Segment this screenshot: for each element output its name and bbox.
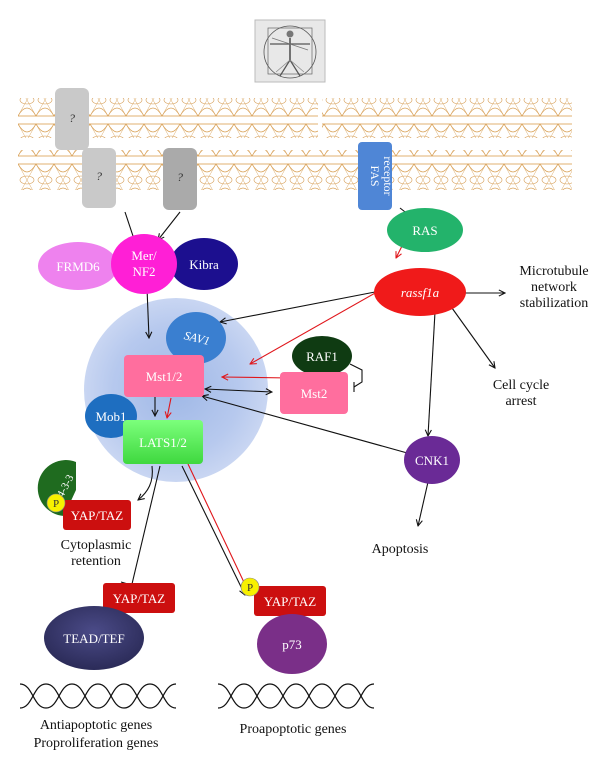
mob1-label: Mob1 <box>95 409 126 424</box>
mer-nf2-label-1: Mer/ <box>131 248 157 263</box>
unknown-receptor-2-label: ? <box>96 169 102 183</box>
rassf1a-label: rassf1a <box>401 285 440 300</box>
tead-tef-label: TEAD/TEF <box>63 631 124 646</box>
cnk1-label: CNK1 <box>415 453 449 468</box>
yap-taz-cytoplasmic-node: YAP/TAZ <box>63 500 131 530</box>
microtubule-label-2: network <box>531 280 577 295</box>
frmd6-label: FRMD6 <box>56 259 100 274</box>
phospho-1: P <box>46 493 66 513</box>
cytoplasmic-retention-label-1: Cytoplasmic <box>61 538 132 553</box>
antiapoptotic-genes-label: Antiapoptotic genes <box>40 718 152 733</box>
raf1-label: RAF1 <box>306 349 338 364</box>
p73-node: p73 <box>257 614 327 674</box>
unknown-receptor-3-label: ? <box>177 170 183 184</box>
unknown-receptor-3: ? <box>163 148 197 210</box>
outcome-labels: Microtubule network stabilization Cell c… <box>34 264 589 751</box>
kibra-node: Kibra <box>170 238 238 290</box>
phospho-2-label: P <box>247 582 253 594</box>
lats12-label: LATS1/2 <box>139 435 187 450</box>
yap-taz-p73-node: YAP/TAZ <box>254 586 326 616</box>
phospho-1-label: P <box>53 498 59 510</box>
cell-cycle-label-2: arrest <box>505 394 536 409</box>
cytoplasmic-retention-label-2: retention <box>71 554 121 569</box>
apoptosis-label: Apoptosis <box>372 542 429 557</box>
mst12-label: Mst1/2 <box>146 369 183 384</box>
lats12-node: LATS1/2 <box>123 420 203 464</box>
rassf1a-node: rassf1a <box>374 268 466 316</box>
black-arrows <box>120 207 505 595</box>
microtubule-label-3: stabilization <box>520 296 588 311</box>
unknown-receptor-1: ? <box>55 88 89 150</box>
proapoptotic-genes-label: Proapoptotic genes <box>240 722 347 737</box>
raf1-node: RAF1 <box>292 336 352 376</box>
mst2-node: Mst2 <box>280 372 348 414</box>
vitruvian-thumbnail <box>254 19 326 83</box>
fas-receptor: FAS receptor <box>358 142 395 210</box>
mer-nf2-node: Mer/ NF2 <box>111 234 177 294</box>
yap-taz-p73-label: YAP/TAZ <box>264 594 316 609</box>
p73-label: p73 <box>282 637 302 652</box>
yap-taz-tead-node: YAP/TAZ <box>103 583 175 613</box>
sav1-node: SAV1 <box>166 312 226 364</box>
fas-receptor-label-1: FAS <box>368 165 382 186</box>
mer-nf2-label-2: NF2 <box>132 264 155 279</box>
microtubule-label-1: Microtubule <box>519 264 588 279</box>
cnk1-node: CNK1 <box>404 436 460 484</box>
mst12-node: Mst1/2 <box>124 355 204 397</box>
mst2-label: Mst2 <box>301 386 328 401</box>
unknown-receptor-2: ? <box>82 148 116 208</box>
frmd6-node: FRMD6 <box>38 242 118 290</box>
kibra-label: Kibra <box>189 257 219 272</box>
yap-taz-tead-label: YAP/TAZ <box>113 591 165 606</box>
sav1-label: SAV1 <box>183 328 212 348</box>
dna-helix-right <box>217 683 375 709</box>
ras-label: RAS <box>412 223 437 238</box>
cell-cycle-label-1: Cell cycle <box>493 378 549 393</box>
yap-taz-cytoplasmic-label: YAP/TAZ <box>71 508 123 523</box>
fas-receptor-label-2: receptor <box>381 156 395 195</box>
phospho-2: P <box>240 577 260 597</box>
unknown-receptor-1-label: ? <box>69 111 75 125</box>
tead-tef-node: TEAD/TEF <box>44 606 144 670</box>
proproliferation-genes-label: Proproliferation genes <box>34 736 159 751</box>
ras-node: RAS <box>387 208 463 252</box>
dna-helix-left <box>19 683 177 709</box>
